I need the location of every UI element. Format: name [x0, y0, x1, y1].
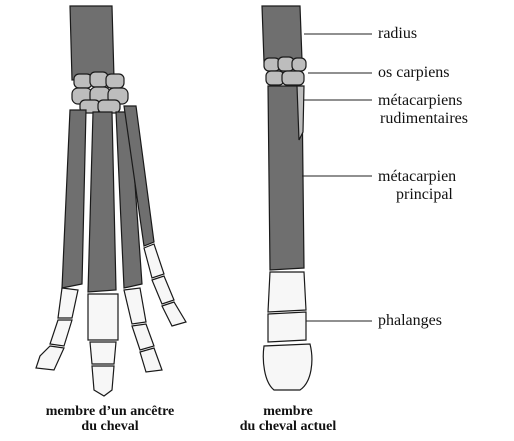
modern-carpal-bones — [264, 57, 306, 85]
caption-modern-line1: membre — [208, 404, 368, 419]
caption-modern-line2: du cheval actuel — [208, 419, 368, 434]
label-principal-line1: métacarpien — [378, 168, 456, 185]
leader-lines — [302, 34, 372, 321]
caption-ancestor-line1: membre d’un ancêtre — [20, 404, 200, 419]
ancestor-radius — [70, 6, 114, 80]
label-rudimentary-line1: métacarpiens — [378, 92, 462, 109]
caption-ancestor: membre d’un ancêtre du cheval — [20, 404, 200, 434]
modern-limb — [262, 6, 312, 390]
ancestor-metacarpals — [62, 106, 154, 292]
caption-ancestor-line2: du cheval — [20, 419, 200, 434]
modern-phalanges — [263, 272, 312, 390]
modern-radius — [262, 6, 302, 62]
label-carpal-bones: os carpiens — [378, 64, 450, 81]
label-phalanges: phalanges — [378, 312, 442, 329]
label-rudimentary-line2: rudimentaires — [380, 110, 468, 127]
ancestor-limb — [36, 6, 186, 396]
ancestor-carpal-bones — [72, 72, 128, 113]
caption-modern: membre du cheval actuel — [208, 404, 368, 434]
label-radius: radius — [378, 25, 417, 42]
label-principal-line2: principal — [396, 186, 453, 203]
